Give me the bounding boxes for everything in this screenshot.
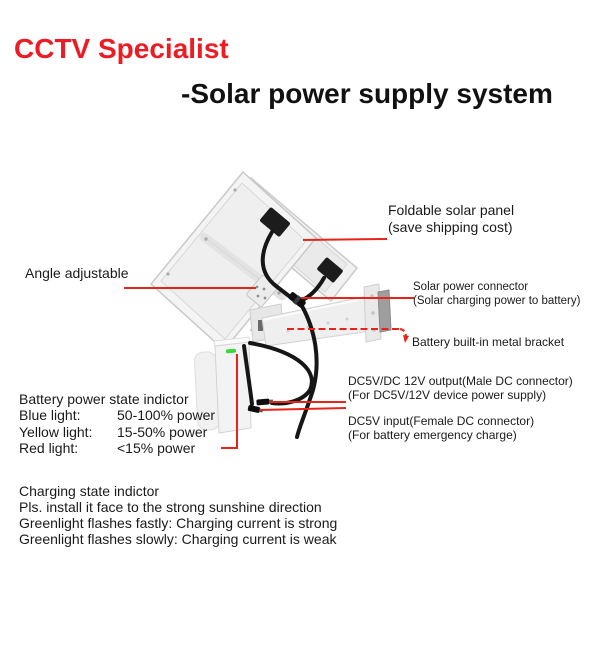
junction-box-1 bbox=[260, 207, 290, 237]
annotation-line: (For battery emergency charge) bbox=[348, 427, 517, 442]
charging-note-line: Pls. install it face to the strong sunsh… bbox=[19, 499, 322, 516]
battery-state-label: Blue light: bbox=[19, 407, 81, 424]
page-title: -Solar power supply system bbox=[181, 78, 553, 109]
annotation-line: Solar power connector bbox=[413, 281, 529, 293]
leader-bracket-arrowhead bbox=[403, 335, 409, 343]
annotation-angle-adjustable: Angle adjustable bbox=[25, 265, 129, 281]
annotation-line: DC5V/DC 12V output(Male DC connector) bbox=[348, 374, 573, 388]
battery-state-label: Yellow light: bbox=[19, 423, 93, 440]
leader-battery-state bbox=[221, 354, 238, 449]
annotation-line: (Solar charging power to battery) bbox=[413, 294, 581, 307]
annotation-foldable-panel: Foldable solar panel (save shipping cost… bbox=[388, 202, 514, 236]
leader-foldable bbox=[302, 238, 388, 241]
solar-inline-connector bbox=[288, 292, 306, 308]
leader-dc-input bbox=[259, 407, 347, 411]
battery-box bbox=[193, 336, 252, 434]
charging-note-line: Greenlight flashes fastly: Charging curr… bbox=[19, 515, 338, 532]
annotation-line: (save shipping cost) bbox=[388, 219, 513, 235]
battery-state-value: 50-100% power bbox=[117, 407, 216, 424]
battery-state-label: Red light: bbox=[19, 440, 79, 457]
charging-note-line: Greenlight flashes slowly: Charging curr… bbox=[19, 531, 337, 548]
junction-box-2 bbox=[317, 257, 343, 283]
annotation-metal-bracket: Battery built-in metal bracket bbox=[412, 335, 565, 349]
battery-state-title: Battery power state indictor bbox=[19, 391, 189, 407]
input-cable bbox=[242, 344, 254, 406]
battery-state-block: Battery power state indictor Blue light:… bbox=[19, 391, 215, 457]
battery-state-value: 15-50% power bbox=[117, 423, 208, 440]
charging-notes-title: Charging state indictor bbox=[19, 483, 160, 499]
battery-state-row: Blue light: 50-100% power bbox=[19, 407, 215, 423]
charging-led bbox=[225, 348, 237, 354]
battery-state-row: Red light: <15% power bbox=[19, 440, 215, 456]
annotation-dc-output: DC5V/DC 12V output(Male DC connector) (F… bbox=[348, 374, 573, 402]
output-cable bbox=[248, 341, 314, 406]
charging-notes-block: Charging state indictor Pls. install it … bbox=[19, 483, 337, 547]
battery-state-row: Yellow light: 15-50% power bbox=[19, 424, 215, 440]
annotation-line: DC5V input(Female DC connector) bbox=[348, 414, 535, 428]
long-cable bbox=[295, 304, 319, 439]
annotation-dc-input: DC5V input(Female DC connector) (For bat… bbox=[348, 414, 535, 442]
annotation-line: (For DC5V/12V device power supply) bbox=[348, 387, 547, 402]
annotation-line: Foldable solar panel bbox=[388, 202, 515, 218]
solar-cable-1 bbox=[260, 230, 291, 298]
annotation-solar-connector: Solar power connector (Solar charging po… bbox=[413, 281, 580, 308]
battery-state-value: <15% power bbox=[117, 440, 196, 457]
pole-clamp bbox=[377, 289, 392, 333]
brand-title: CCTV Specialist bbox=[14, 33, 229, 64]
